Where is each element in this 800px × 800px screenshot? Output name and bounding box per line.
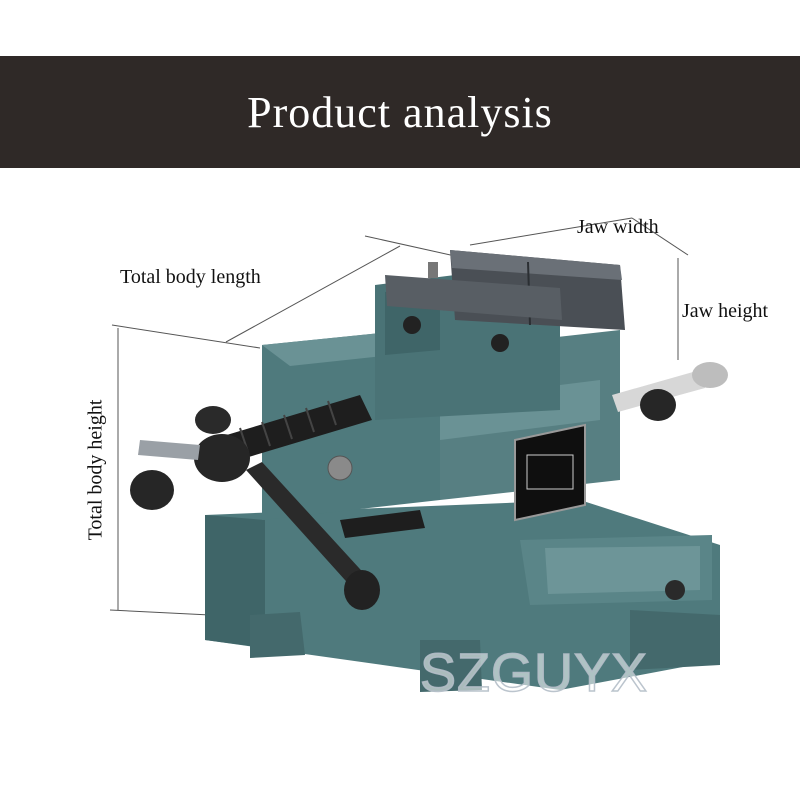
total-body-length-label: Total body length [120, 266, 261, 288]
height-extension-bottom [109, 609, 211, 616]
watermark-text: SZGUYX [419, 642, 649, 704]
brand-plate [514, 423, 586, 522]
vise-handles [130, 362, 728, 610]
length-extension-bottom [111, 324, 261, 349]
page-title: Product analysis [247, 87, 553, 137]
vise-jaws [385, 250, 625, 330]
title-banner: Product analysis [0, 56, 800, 168]
dimension-lines [109, 217, 689, 616]
length-extension-top [364, 235, 456, 257]
length-dimension-line [225, 245, 401, 343]
total-body-height-label: Total body height [84, 399, 107, 541]
jaw-width-line [469, 217, 633, 246]
jaw-width-extension [631, 217, 689, 256]
jaw-width-label: Jaw width [577, 216, 659, 238]
jaw-height-label: Jaw height [682, 300, 769, 322]
